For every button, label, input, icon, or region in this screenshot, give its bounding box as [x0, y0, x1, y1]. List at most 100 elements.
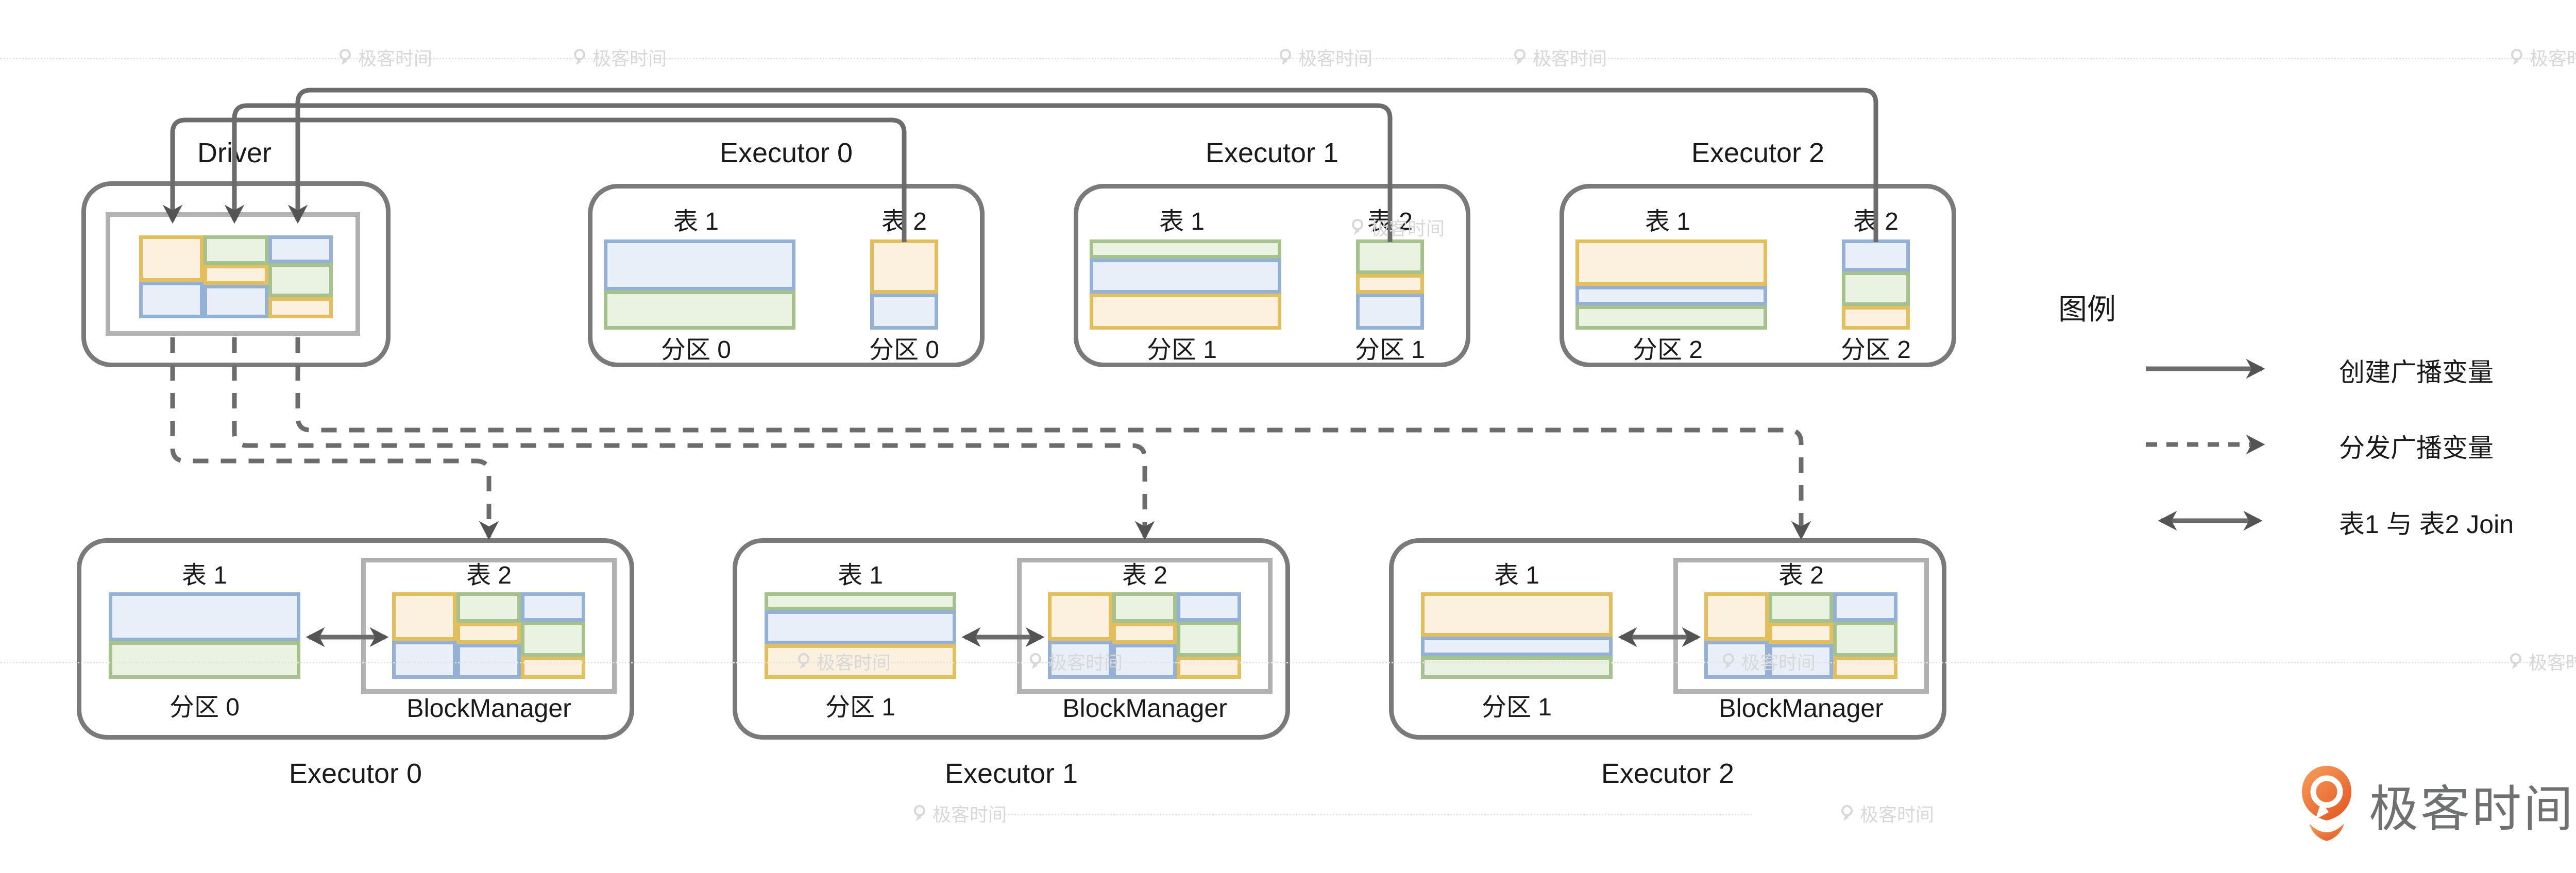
watermark-pin-icon	[1723, 653, 1734, 669]
distribute-broadcast-arrow-exec0	[170, 337, 499, 540]
block-orange	[139, 235, 204, 282]
watermark-pin-icon	[1352, 219, 1363, 235]
block-blue	[604, 239, 795, 291]
block-green	[765, 592, 956, 611]
block-orange	[1048, 592, 1112, 641]
watermark: 极客时间	[1350, 214, 1445, 241]
block-blue	[1833, 592, 1897, 622]
bottom-executor2-blockmanager-label: BlockManager	[1719, 694, 1884, 723]
block-green	[1769, 592, 1833, 623]
top-executor2-table2-partition-bar	[1842, 239, 1910, 330]
block-column	[139, 235, 204, 318]
block-orange	[870, 239, 938, 294]
block-green	[1575, 305, 1767, 330]
block-column	[1704, 592, 1769, 679]
top-executor2-title: Executor 2	[1691, 138, 1825, 168]
watermark: 极客时间	[337, 44, 432, 71]
block-orange	[1090, 294, 1281, 330]
distribute-broadcast-arrow-exec1	[232, 337, 1155, 540]
watermark-pin-icon	[1280, 49, 1291, 65]
block-orange	[1421, 592, 1613, 637]
block-green	[109, 641, 300, 679]
top-executor1-table2-partition-bar	[1356, 239, 1424, 330]
block-orange	[1704, 592, 1769, 641]
legend-title: 图例	[2058, 293, 2116, 326]
block-column	[392, 592, 456, 679]
bottom-executor0-table1-label: 表 1	[181, 562, 228, 589]
block-green	[204, 235, 268, 265]
top-executor1-table1-partition-label: 分区 1	[1146, 336, 1217, 364]
bottom-executor1-table2-label: 表 2	[1122, 562, 1168, 589]
watermark-dotted-line-middle	[0, 662, 2576, 663]
legend-item-distribute-broadcast: 分发广播变量	[2339, 434, 2494, 463]
top-executor0-table2-partition-label: 分区 0	[869, 336, 940, 364]
block-column	[1112, 592, 1177, 679]
block-blue	[1112, 643, 1177, 679]
block-column	[1048, 592, 1112, 679]
top-executor2-table1-partition-label: 分区 2	[1632, 336, 1703, 364]
block-orange	[268, 297, 333, 318]
top-executor1-title: Executor 1	[1205, 138, 1339, 168]
bottom-executor1-title: Executor 1	[944, 758, 1078, 789]
top-executor1-table2-partition-label: 分区 1	[1354, 336, 1426, 364]
block-orange	[1833, 657, 1897, 679]
block-blue	[521, 592, 585, 622]
top-executor0-table2-partition-bar	[870, 239, 938, 330]
block-column	[204, 235, 268, 318]
block-blue	[204, 284, 268, 318]
block-green	[1090, 239, 1281, 259]
watermark-dotted-line-bottom	[1005, 814, 1752, 815]
bottom-executor0-blockmanager-label: BlockManager	[406, 694, 571, 723]
bottom-executor1-blockmanager-label: BlockManager	[1062, 694, 1227, 723]
block-orange	[392, 592, 456, 641]
geektime-logo-text: 极客时间	[2369, 781, 2575, 837]
block-blue	[1090, 258, 1281, 294]
block-blue	[1704, 640, 1769, 679]
block-blue	[1356, 294, 1424, 330]
driver-table2-blocks	[139, 235, 333, 318]
block-orange	[1112, 623, 1177, 644]
watermark-pin-icon	[2511, 49, 2522, 65]
block-blue	[1575, 285, 1767, 305]
top-executor0-table2-label: 表 2	[881, 208, 927, 235]
bottom-executor2-table1-label: 表 1	[1494, 562, 1540, 589]
legend-item-create-broadcast: 创建广播变量	[2339, 358, 2494, 387]
watermark-pin-icon	[574, 49, 585, 65]
block-green	[1833, 621, 1897, 657]
block-green	[1356, 239, 1424, 275]
top-executor2-table2-label: 表 2	[1853, 208, 1899, 235]
watermark-pin-icon	[914, 805, 925, 821]
bottom-executor2-title: Executor 2	[1601, 758, 1735, 789]
block-blue	[870, 294, 938, 330]
block-green	[604, 290, 795, 330]
block-orange	[1769, 623, 1833, 644]
block-green	[1177, 621, 1241, 657]
block-blue	[765, 610, 956, 645]
watermark: 极客时间	[912, 800, 1007, 827]
top-executor0-table1-label: 表 1	[673, 208, 719, 235]
watermark-pin-icon	[1841, 805, 1853, 821]
block-orange	[1842, 306, 1910, 330]
block-blue	[392, 640, 456, 679]
watermark: 极客时间	[1512, 44, 1607, 71]
bottom-executor1-table1-partition-bar	[765, 592, 956, 679]
block-orange	[765, 644, 956, 679]
block-column	[268, 235, 333, 318]
bottom-executor2-table2-label: 表 2	[1778, 562, 1824, 589]
bottom-executor1-table2-blocks	[1048, 592, 1241, 679]
bottom-executor0-table2-blocks	[392, 592, 585, 679]
watermark: 极客时间	[1721, 648, 1816, 675]
block-column	[1769, 592, 1833, 679]
driver-title: Driver	[197, 138, 272, 168]
watermark: 极客时间	[2508, 648, 2576, 675]
bottom-executor1-table1-label: 表 1	[837, 562, 884, 589]
watermark-pin-icon	[1030, 653, 1041, 669]
block-blue	[1048, 640, 1112, 679]
block-green	[1421, 656, 1613, 679]
watermark-pin-icon	[798, 653, 809, 669]
block-column	[521, 592, 585, 679]
block-orange	[1177, 657, 1241, 679]
watermark: 极客时间	[1839, 800, 1934, 827]
watermark: 极客时间	[572, 44, 667, 71]
